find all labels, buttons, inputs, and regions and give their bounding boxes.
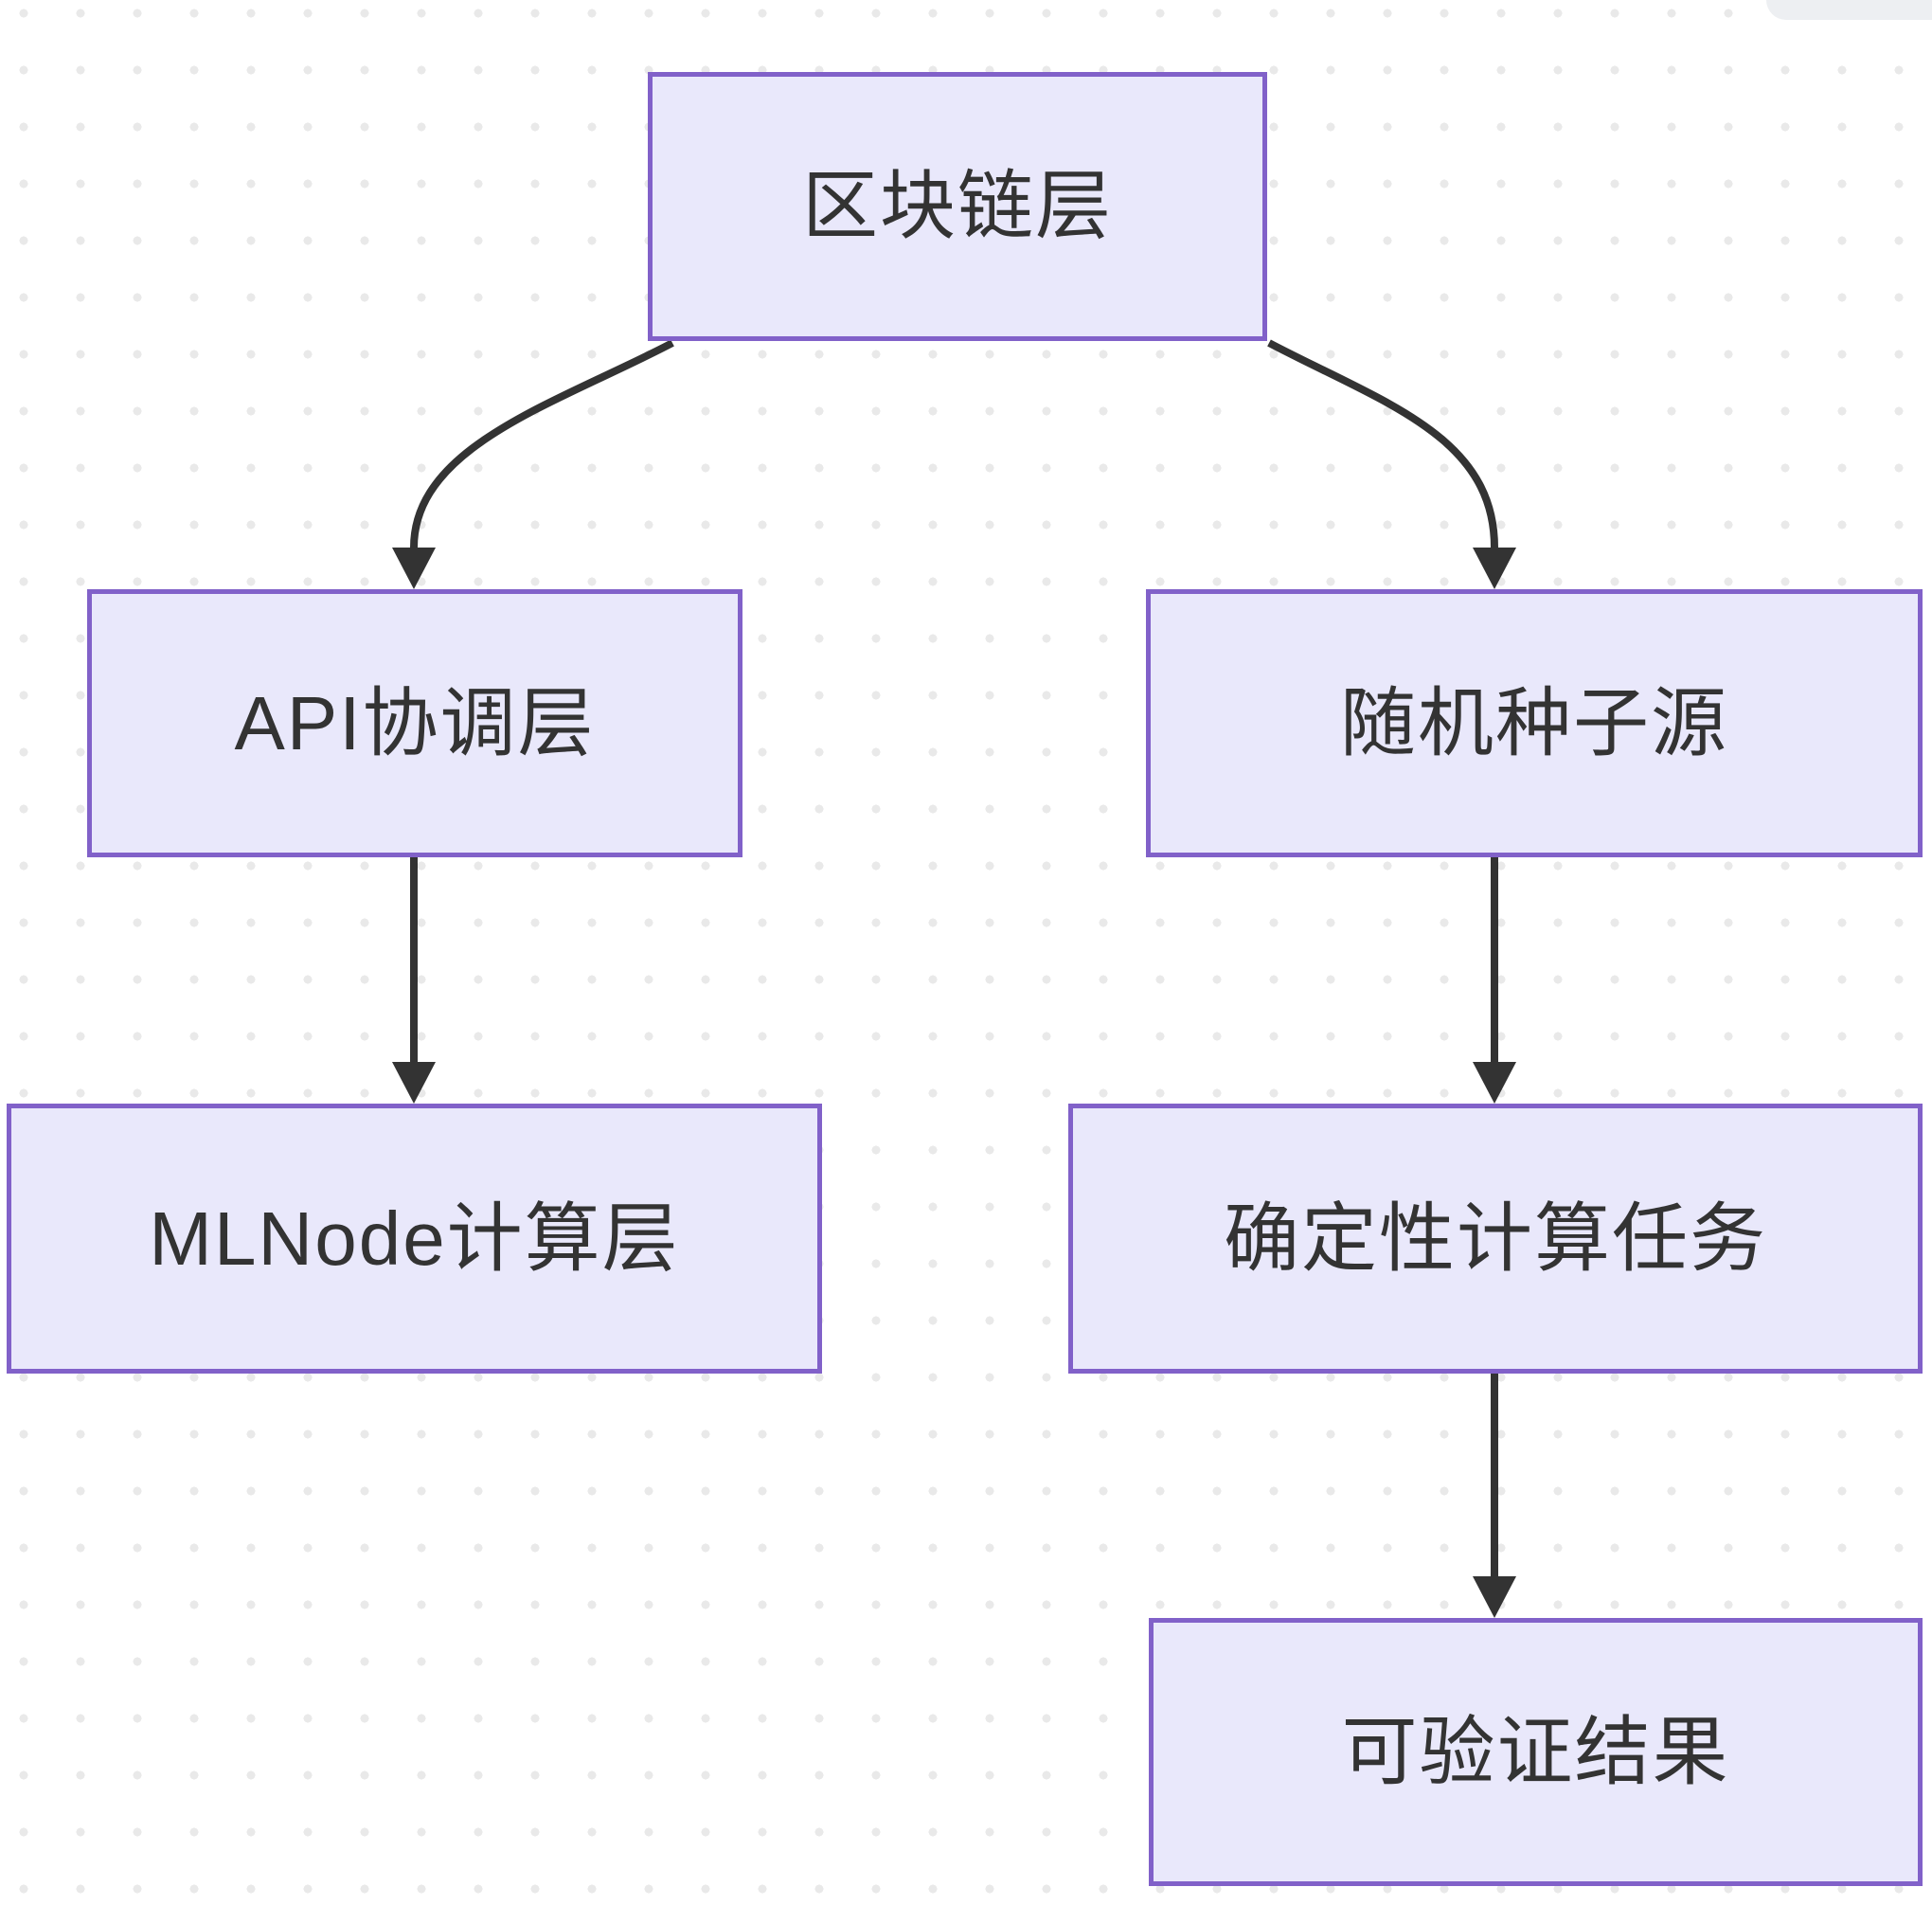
arrowhead-mlnode xyxy=(392,1062,436,1104)
arrowhead-verifiable xyxy=(1473,1576,1516,1618)
node-verifiable-result: 可验证结果 xyxy=(1149,1618,1923,1886)
node-random-seed-source-label: 随机种子源 xyxy=(1340,680,1728,765)
node-api-coordination-layer: API协调层 xyxy=(87,589,742,857)
node-deterministic-compute-task-label: 确定性计算任务 xyxy=(1224,1195,1767,1281)
node-verifiable-result-label: 可验证结果 xyxy=(1341,1709,1730,1794)
node-mlnode-compute-layer: MLNode计算层 xyxy=(7,1104,822,1374)
edge-blockchain-to-api xyxy=(410,339,674,548)
edge-blockchain-to-seed xyxy=(1267,339,1498,548)
node-deterministic-compute-task: 确定性计算任务 xyxy=(1068,1104,1923,1374)
arrowhead-api xyxy=(392,548,436,589)
arrowhead-deterministic xyxy=(1473,1062,1516,1104)
node-api-coordination-layer-label: API协调层 xyxy=(234,680,596,765)
node-blockchain-layer-label: 区块链层 xyxy=(802,164,1113,248)
corner-toolbar-fragment xyxy=(1766,0,1932,20)
arrowhead-seed xyxy=(1473,548,1516,589)
node-mlnode-compute-layer-label: MLNode计算层 xyxy=(149,1195,680,1281)
node-blockchain-layer: 区块链层 xyxy=(648,72,1267,341)
node-random-seed-source: 随机种子源 xyxy=(1146,589,1923,857)
